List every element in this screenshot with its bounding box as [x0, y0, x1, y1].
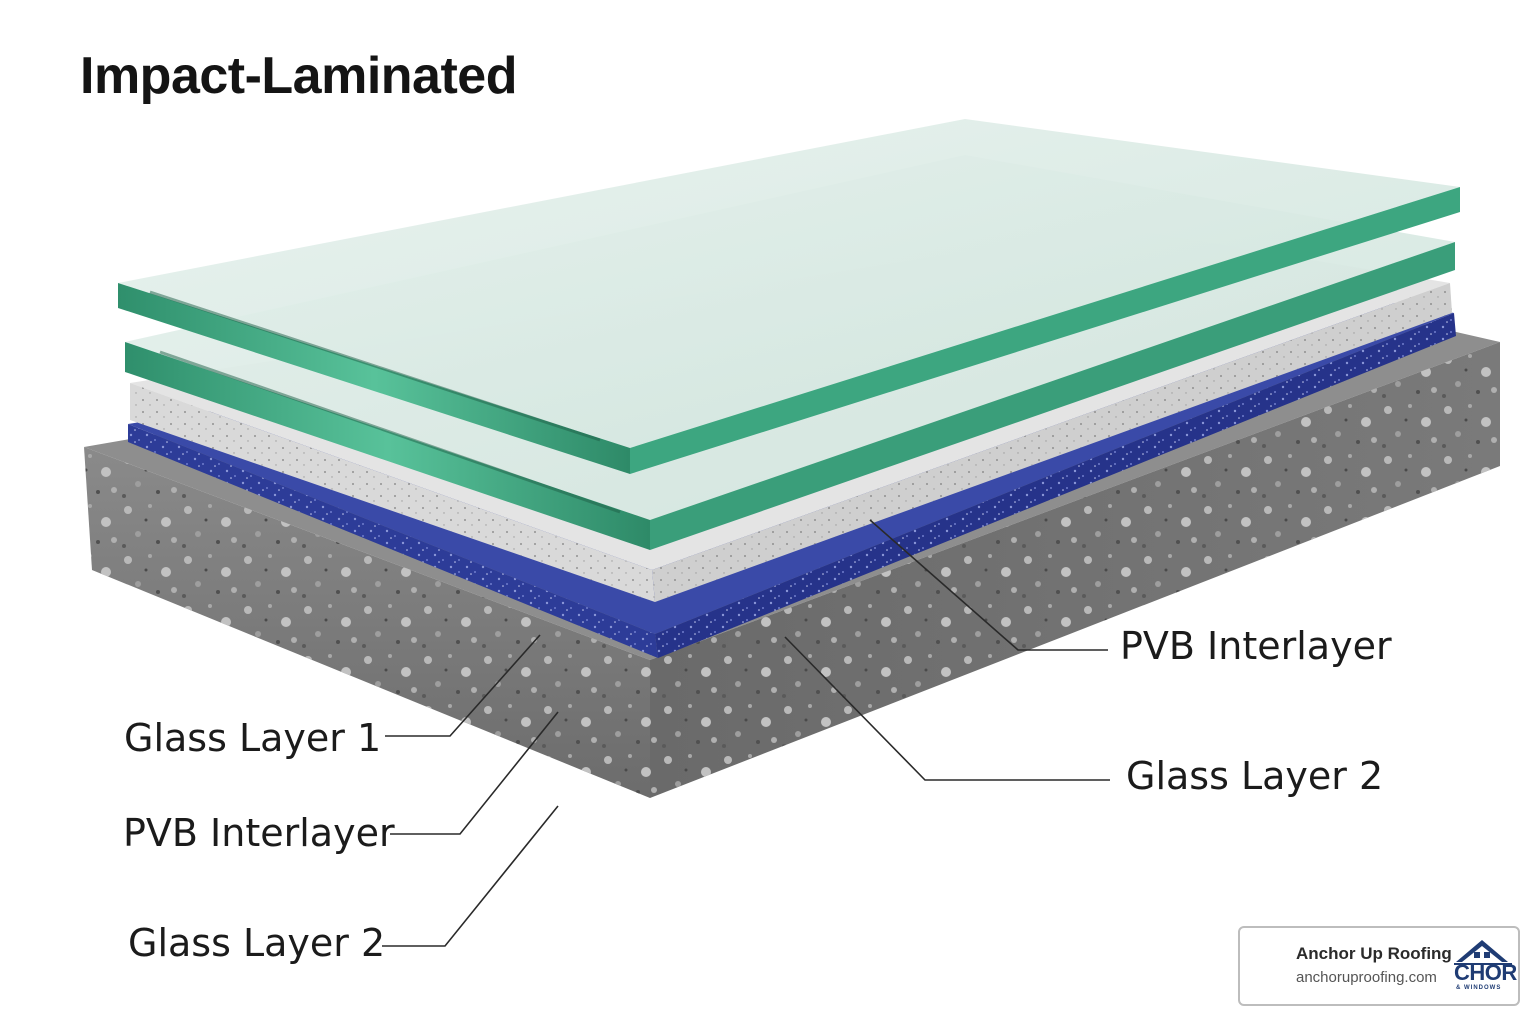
leader-right-glass2 — [784, 636, 1110, 781]
label-pvb-interlayer-right: PVB Interlayer — [1120, 624, 1392, 668]
label-pvb-interlayer-left: PVB Interlayer — [123, 811, 395, 855]
house-logo-icon — [1454, 940, 1512, 965]
glass-layer-upper — [118, 119, 1460, 474]
label-glass-layer-1: Glass Layer 1 — [124, 716, 382, 760]
leader-lines — [382, 519, 1110, 947]
leader-left-glass1 — [385, 634, 541, 737]
leader-left-glass2 — [382, 805, 559, 947]
leader-right-pvb — [869, 519, 1108, 651]
label-glass-layer-2-left: Glass Layer 2 — [128, 921, 386, 965]
diagram-title: Impact-Laminated — [80, 47, 517, 105]
brand-name: Anchor Up Roofing — [1296, 944, 1452, 963]
brand-card: Anchor Up Roofing anchoruproofing.com CH… — [1238, 926, 1520, 1006]
label-glass-layer-2-right: Glass Layer 2 — [1126, 754, 1384, 798]
leader-left-pvb — [390, 711, 559, 835]
brand-url: anchoruproofing.com — [1296, 969, 1437, 986]
brand-mark-sub: & WINDOWS — [1456, 985, 1502, 991]
brand-mark-word: CHOR — [1454, 960, 1517, 985]
brand-logo: CHOR & WINDOWS — [1452, 936, 1518, 998]
